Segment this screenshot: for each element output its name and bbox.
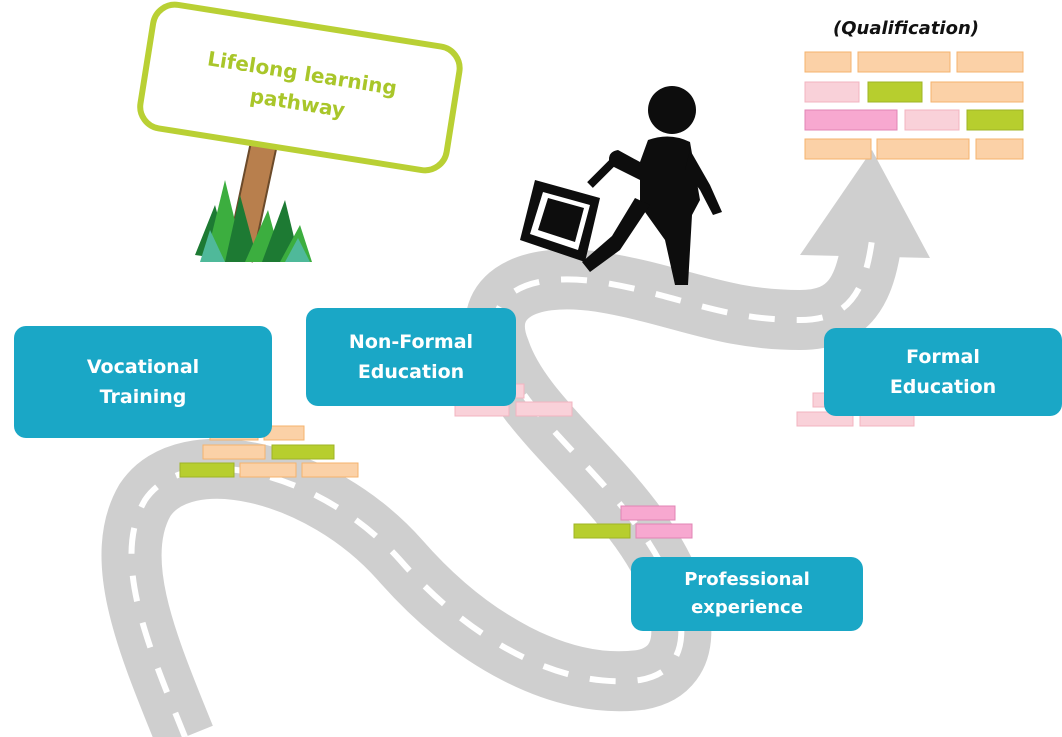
lifelong-learning-sign: Lifelong learning pathway bbox=[137, 1, 463, 263]
professional-experience-box: Professional experience bbox=[631, 557, 863, 631]
professional-line-2: experience bbox=[691, 597, 803, 618]
non-formal-line-2: Education bbox=[357, 361, 465, 383]
briefcase-icon bbox=[520, 180, 600, 262]
walking-person-icon bbox=[520, 86, 722, 285]
grass-icon bbox=[195, 180, 312, 262]
formal-line-2: Education bbox=[889, 376, 997, 398]
vocational-line-1: Vocational bbox=[86, 356, 200, 378]
qualification-label: (Qualification) bbox=[833, 18, 979, 39]
vocational-line-2: Training bbox=[99, 386, 187, 408]
professional-line-1: Professional bbox=[684, 569, 810, 590]
sign-board bbox=[137, 1, 463, 174]
non-formal-education-box: Non-Formal Education bbox=[306, 308, 516, 406]
qualification-bricks bbox=[804, 51, 1024, 160]
formal-line-1: Formal bbox=[906, 346, 980, 368]
formal-education-box: Formal Education bbox=[824, 328, 1062, 416]
professional-bricks bbox=[573, 505, 693, 539]
arrow-up-right-icon bbox=[800, 150, 930, 258]
non-formal-line-1: Non-Formal bbox=[348, 331, 474, 353]
vocational-training-box: Vocational Training bbox=[14, 326, 272, 438]
